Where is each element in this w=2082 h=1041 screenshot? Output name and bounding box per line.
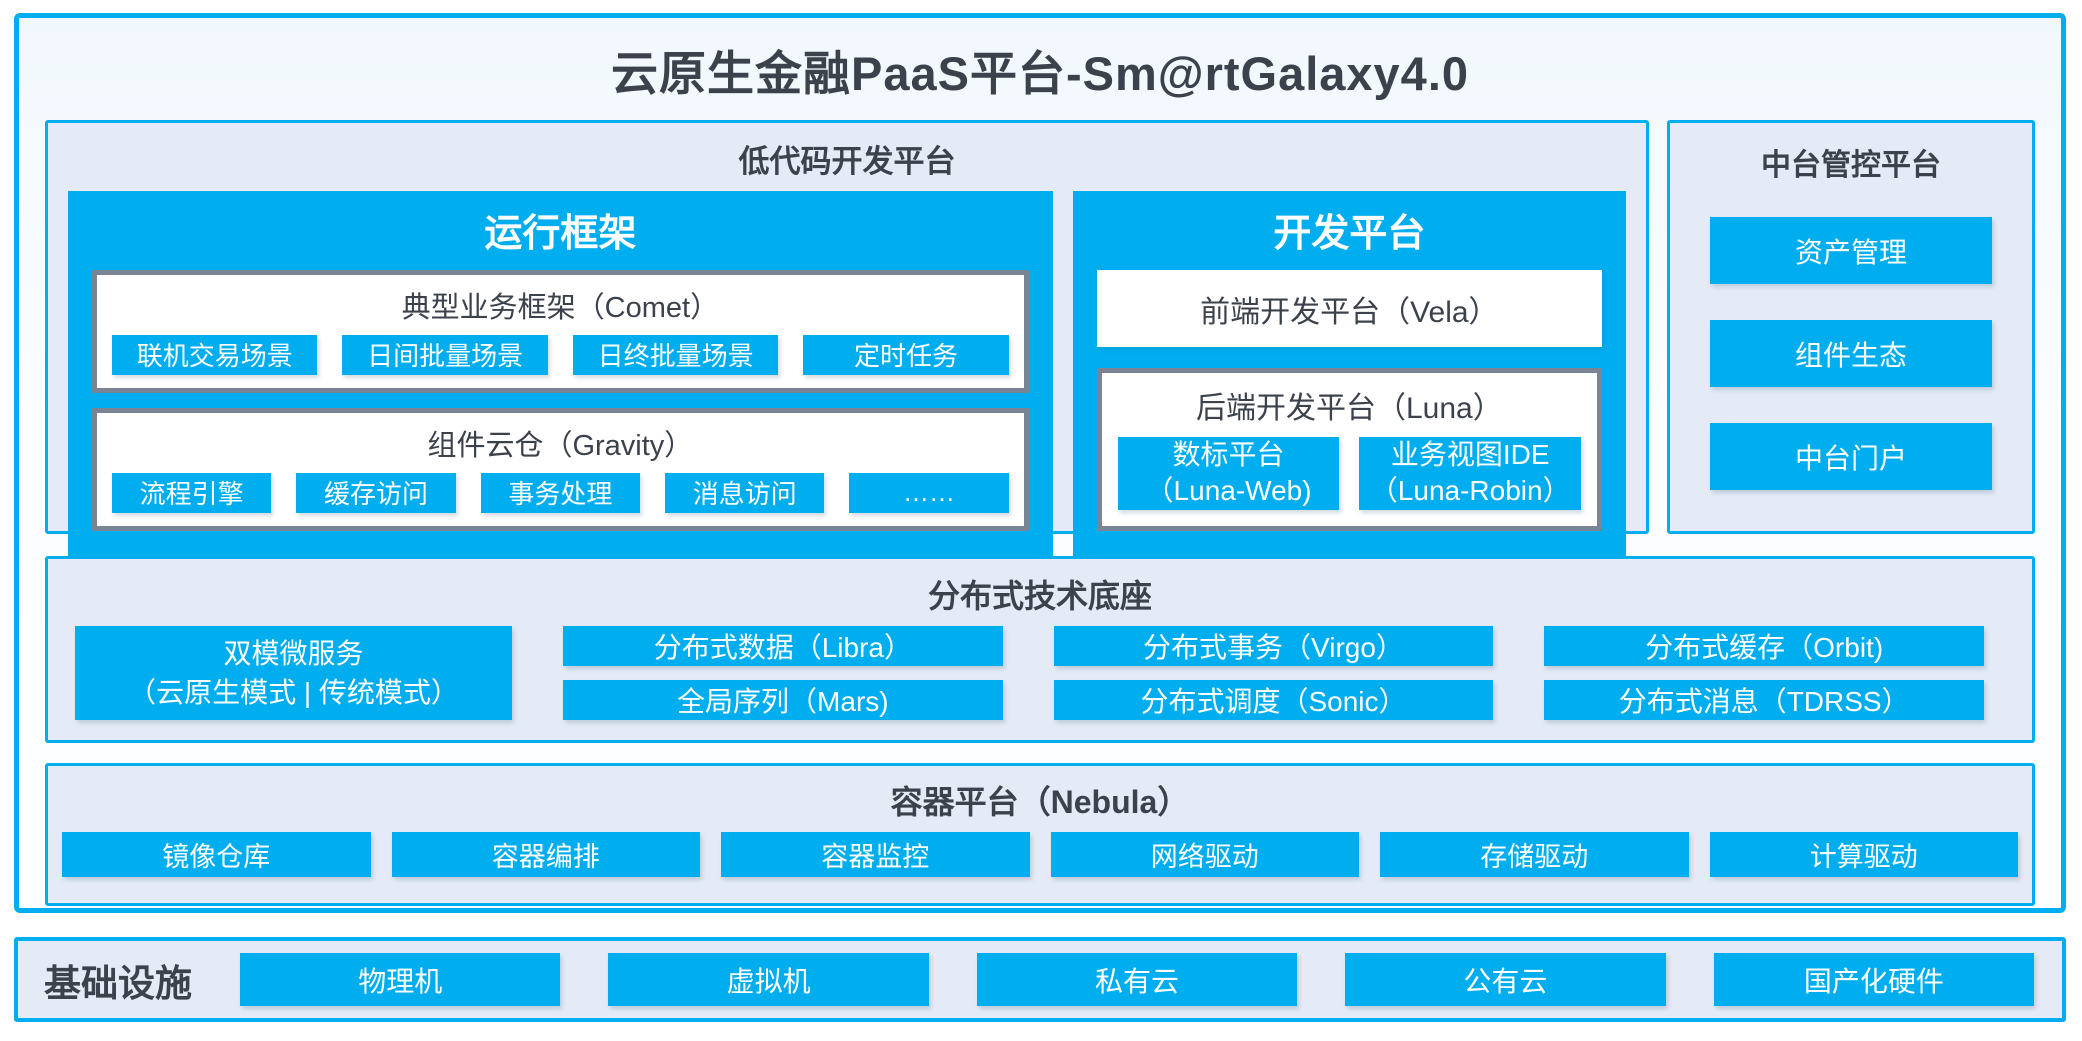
luna-robin-line1: 业务视图IDE	[1390, 439, 1550, 470]
lowcode-platform-title: 低代码开发平台	[738, 144, 956, 179]
architecture-diagram-frame: 云原生金融PaaS平台-Sm@rtGalaxy4.0 低代码开发平台 运行框架 …	[14, 13, 2066, 913]
page-title: 云原生金融PaaS平台-Sm@rtGalaxy4.0	[610, 46, 1470, 100]
gravity-item-message-access: 消息访问	[665, 472, 825, 513]
gravity-item-more: ……	[849, 472, 1009, 513]
distributed-data-libra: 分布式数据（Libra）	[563, 626, 1003, 666]
infra-item-physical-machine: 物理机	[240, 953, 561, 1006]
runtime-framework-title: 运行框架	[484, 213, 637, 255]
middle-item-asset-management: 资产管理	[1710, 217, 1992, 284]
infra-item-domestic-hardware: 国产化硬件	[1713, 953, 2035, 1006]
dev-platform-title: 开发平台	[1273, 213, 1426, 255]
luna-backend-title: 后端开发平台（Luna）	[1195, 392, 1503, 425]
distributed-message-tdrss: 分布式消息（TDRSS）	[1544, 680, 1984, 720]
runtime-framework-box: 运行框架 典型业务框架（Comet） 联机交易场景 日间批量场景 日终批量场景 …	[68, 191, 1053, 557]
middle-item-component-ecosystem: 组件生态	[1710, 320, 1992, 387]
middle-platform-items: 资产管理 组件生态 中台门户	[1670, 184, 2032, 531]
panel-container-platform: 容器平台（Nebula） 镜像仓库 容器编排 容器监控 网络驱动 存储驱动 计算…	[45, 763, 2035, 906]
luna-robin-item: 业务视图IDE （Luna-Robin）	[1359, 437, 1582, 510]
gravity-item-transaction: 事务处理	[480, 472, 641, 513]
comet-item-daytime-batch: 日间批量场景	[342, 335, 548, 375]
luna-robin-line2: （Luna-Robin）	[1369, 475, 1571, 507]
container-item-image-registry: 镜像仓库	[62, 832, 371, 877]
panel-lowcode-platform: 低代码开发平台 运行框架 典型业务框架（Comet） 联机交易场景 日间批量场景…	[45, 120, 1649, 557]
comet-item-scheduled-task: 定时任务	[803, 335, 1009, 375]
comet-framework-title: 典型业务框架（Comet）	[401, 292, 720, 324]
luna-web-line2: （Luna-Web)	[1145, 475, 1312, 507]
gravity-items: 流程引擎 缓存访问 事务处理 消息访问 ……	[97, 472, 1024, 526]
infra-item-public-cloud: 公有云	[1345, 953, 1666, 1006]
vela-frontend-box: 前端开发平台（Vela）	[1096, 270, 1602, 347]
gravity-item-cache-access: 缓存访问	[296, 472, 456, 513]
infrastructure-title: 基础设施	[44, 962, 192, 1004]
distributed-base-grid: 双模微服务 （云原生模式 | 传统模式） 分布式数据（Libra） 分布式事务（…	[48, 626, 2032, 740]
distributed-base-title: 分布式技术底座	[927, 578, 1152, 614]
luna-items: 数标平台 （Luna-Web) 业务视图IDE （Luna-Robin）	[1102, 437, 1597, 526]
comet-framework-box: 典型业务框架（Comet） 联机交易场景 日间批量场景 日终批量场景 定时任务	[92, 270, 1029, 393]
infra-item-virtual-machine: 虚拟机	[608, 953, 929, 1006]
container-platform-items: 镜像仓库 容器编排 容器监控 网络驱动 存储驱动 计算驱动	[48, 832, 2032, 903]
container-platform-title: 容器平台（Nebula）	[890, 784, 1190, 820]
top-row: 低代码开发平台 运行框架 典型业务框架（Comet） 联机交易场景 日间批量场景…	[45, 120, 2035, 557]
comet-item-endofday-batch: 日终批量场景	[572, 335, 779, 375]
comet-items: 联机交易场景 日间批量场景 日终批量场景 定时任务	[97, 335, 1024, 388]
luna-backend-box: 后端开发平台（Luna） 数标平台 （Luna-Web) 业务视图IDE （Lu…	[1096, 368, 1602, 531]
lowcode-platform-body: 运行框架 典型业务框架（Comet） 联机交易场景 日间批量场景 日终批量场景 …	[48, 191, 1646, 577]
panel-distributed-base: 分布式技术底座 双模微服务 （云原生模式 | 传统模式） 分布式数据（Libra…	[45, 556, 2035, 743]
middle-item-middle-portal: 中台门户	[1710, 423, 1992, 490]
container-item-compute-driver: 计算驱动	[1709, 832, 2018, 877]
container-item-storage-driver: 存储驱动	[1380, 832, 1689, 877]
infra-item-private-cloud: 私有云	[976, 953, 1298, 1006]
comet-item-online-trade: 联机交易场景	[112, 335, 318, 375]
dual-mode-line2: （云原生模式 | 传统模式）	[128, 677, 459, 708]
distributed-transaction-virgo: 分布式事务（Virgo）	[1053, 626, 1494, 666]
infrastructure-items: 物理机 虚拟机 私有云 公有云 国产化硬件	[240, 953, 2035, 1006]
gravity-warehouse-title: 组件云仓（Gravity）	[427, 429, 694, 462]
panel-middle-control-platform: 中台管控平台 资产管理 组件生态 中台门户	[1667, 120, 2035, 534]
container-item-orchestration: 容器编排	[391, 832, 700, 877]
distributed-cache-orbit: 分布式缓存（Orbit)	[1544, 626, 1984, 666]
distributed-scheduler-sonic: 分布式调度（Sonic）	[1053, 680, 1494, 720]
container-item-monitoring: 容器监控	[721, 832, 1030, 877]
dual-mode-microservice-box: 双模微服务 （云原生模式 | 传统模式）	[75, 626, 512, 720]
container-item-network-driver: 网络驱动	[1050, 832, 1359, 877]
global-sequence-mars: 全局序列（Mars)	[563, 680, 1003, 720]
dual-mode-line1: 双模微服务	[223, 637, 364, 669]
middle-platform-title: 中台管控平台	[1761, 149, 1941, 182]
luna-web-item: 数标平台 （Luna-Web)	[1117, 437, 1340, 510]
gravity-warehouse-box: 组件云仓（Gravity） 流程引擎 缓存访问 事务处理 消息访问 ……	[92, 407, 1029, 531]
luna-web-line1: 数标平台	[1172, 439, 1285, 470]
dev-platform-box: 开发平台 前端开发平台（Vela） 后端开发平台（Luna） 数标平台 （Lun…	[1072, 191, 1626, 557]
gravity-item-process-engine: 流程引擎	[112, 472, 272, 513]
panel-infrastructure: 基础设施 物理机 虚拟机 私有云 公有云 国产化硬件	[14, 937, 2066, 1022]
